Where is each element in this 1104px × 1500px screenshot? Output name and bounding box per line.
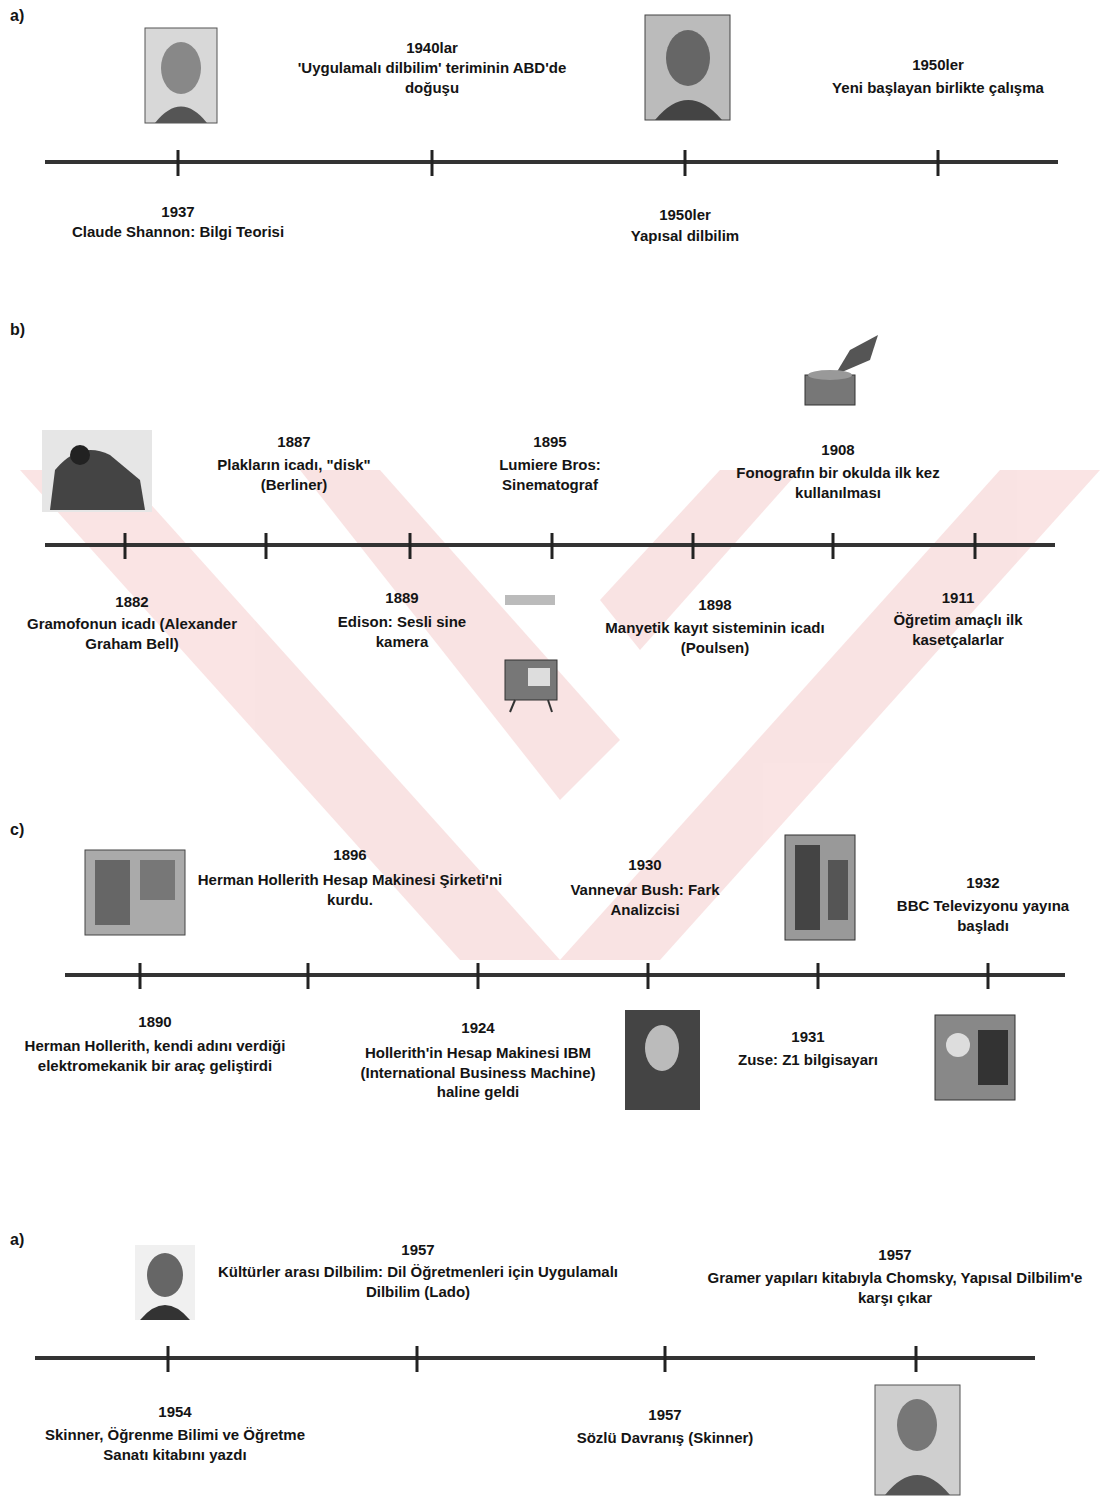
tick (684, 150, 687, 176)
tick (647, 963, 650, 989)
tick (915, 1346, 918, 1372)
event-label: Zuse: Z1 bilgisayarı (723, 1050, 893, 1070)
machine-photo (85, 850, 185, 935)
year-label: 1911 (898, 588, 1018, 608)
watermark-stroke (300, 470, 620, 800)
event-label: Edison: Sesli sine kamera (312, 612, 492, 651)
tick (937, 150, 940, 176)
year-label: 1924 (418, 1018, 538, 1038)
year-label: 1887 (234, 432, 354, 452)
year-label: 1950ler (858, 55, 1018, 75)
tick (416, 1346, 419, 1372)
tick (177, 150, 180, 176)
year-label: 1896 (290, 845, 410, 865)
year-label: 1895 (490, 432, 610, 452)
portrait-photo (645, 15, 730, 120)
event-label: 'Uygulamalı dilbilim' teriminin ABD'de d… (297, 58, 567, 97)
computer-photo (785, 835, 855, 940)
tick (817, 963, 820, 989)
event-label: Lumiere Bros: Sinematograf (450, 455, 650, 494)
event-label: Gramer yapıları kitabıyla Chomsky, Yapıs… (700, 1268, 1090, 1307)
tick (477, 963, 480, 989)
timeline-axes (35, 162, 1065, 1358)
year-label: 1950ler (605, 205, 765, 225)
tick (124, 533, 127, 559)
year-label: 1889 (342, 588, 462, 608)
axis (65, 973, 1065, 977)
tick (265, 533, 268, 559)
event-label: BBC Televizyonu yayına başladı (883, 896, 1083, 935)
event-label: Plakların icadı, "disk" (Berliner) (184, 455, 404, 494)
panel-letter: c) (10, 820, 50, 841)
television-photo (935, 1015, 1015, 1100)
year-label: 1931 (748, 1027, 868, 1047)
portrait-photo (145, 28, 217, 123)
year-label: 1957 (605, 1405, 725, 1425)
tick (832, 533, 835, 559)
phonograph-drawing (805, 335, 878, 405)
year-label: 1908 (778, 440, 898, 460)
event-label: Yeni başlayan birlikte çalışma (828, 78, 1048, 98)
axis (45, 160, 1058, 164)
axis (45, 543, 1055, 547)
timeline-ticks (125, 150, 988, 1372)
year-label: 1957 (358, 1240, 478, 1260)
gramophone-photo (42, 430, 152, 512)
event-label: Herman Hollerith, kendi adını verdiği el… (10, 1036, 300, 1075)
projector-drawing (505, 595, 557, 712)
year-label: 1930 (585, 855, 705, 875)
event-label: Herman Hollerith Hesap Makinesi Şirketi'… (190, 870, 510, 909)
tick (167, 1346, 170, 1372)
tick (431, 150, 434, 176)
portrait-photo (625, 1010, 700, 1110)
year-label: 1954 (115, 1402, 235, 1422)
portrait-drawing (135, 1245, 195, 1320)
watermark (20, 470, 1100, 960)
axis (35, 1356, 1035, 1360)
event-label: Claude Shannon: Bilgi Teorisi (68, 222, 288, 242)
tick (139, 963, 142, 989)
event-label: Manyetik kayıt sisteminin icadı (Poulsen… (585, 618, 845, 657)
year-label: 1957 (835, 1245, 955, 1265)
tick (974, 533, 977, 559)
event-label: Sözlü Davranış (Skinner) (545, 1428, 785, 1448)
event-label: Kültürler arası Dilbilim: Dil Öğretmenle… (208, 1262, 628, 1301)
year-label: 1932 (923, 873, 1043, 893)
year-label: 1882 (72, 592, 192, 612)
portrait-photo (875, 1385, 960, 1495)
year-label: 1898 (655, 595, 775, 615)
year-label: 1937 (98, 202, 258, 222)
tick (664, 1346, 667, 1372)
tick (307, 963, 310, 989)
tick (692, 533, 695, 559)
panel-letter: b) (10, 320, 50, 341)
event-label: Yapısal dilbilim (575, 226, 795, 246)
year-label: 1890 (95, 1012, 215, 1032)
year-label: 1940lar (332, 38, 532, 58)
event-label: Fonografın bir okulda ilk kez kullanılma… (708, 463, 968, 502)
event-label: Gramofonun icadı (Alexander Graham Bell) (12, 614, 252, 653)
tick (409, 533, 412, 559)
panel-letter: a) (10, 6, 50, 27)
event-label: Vannevar Bush: Fark Analizcisi (550, 880, 740, 919)
event-label: Skinner, Öğrenme Bilimi ve Öğretme Sanat… (30, 1425, 320, 1464)
event-label: Öğretim amaçlı ilk kasetçalarlar (858, 610, 1058, 649)
panel-letter: a) (10, 1230, 50, 1251)
tick (551, 533, 554, 559)
event-label: Hollerith'in Hesap Makinesi IBM (Interna… (348, 1043, 608, 1102)
tick (987, 963, 990, 989)
